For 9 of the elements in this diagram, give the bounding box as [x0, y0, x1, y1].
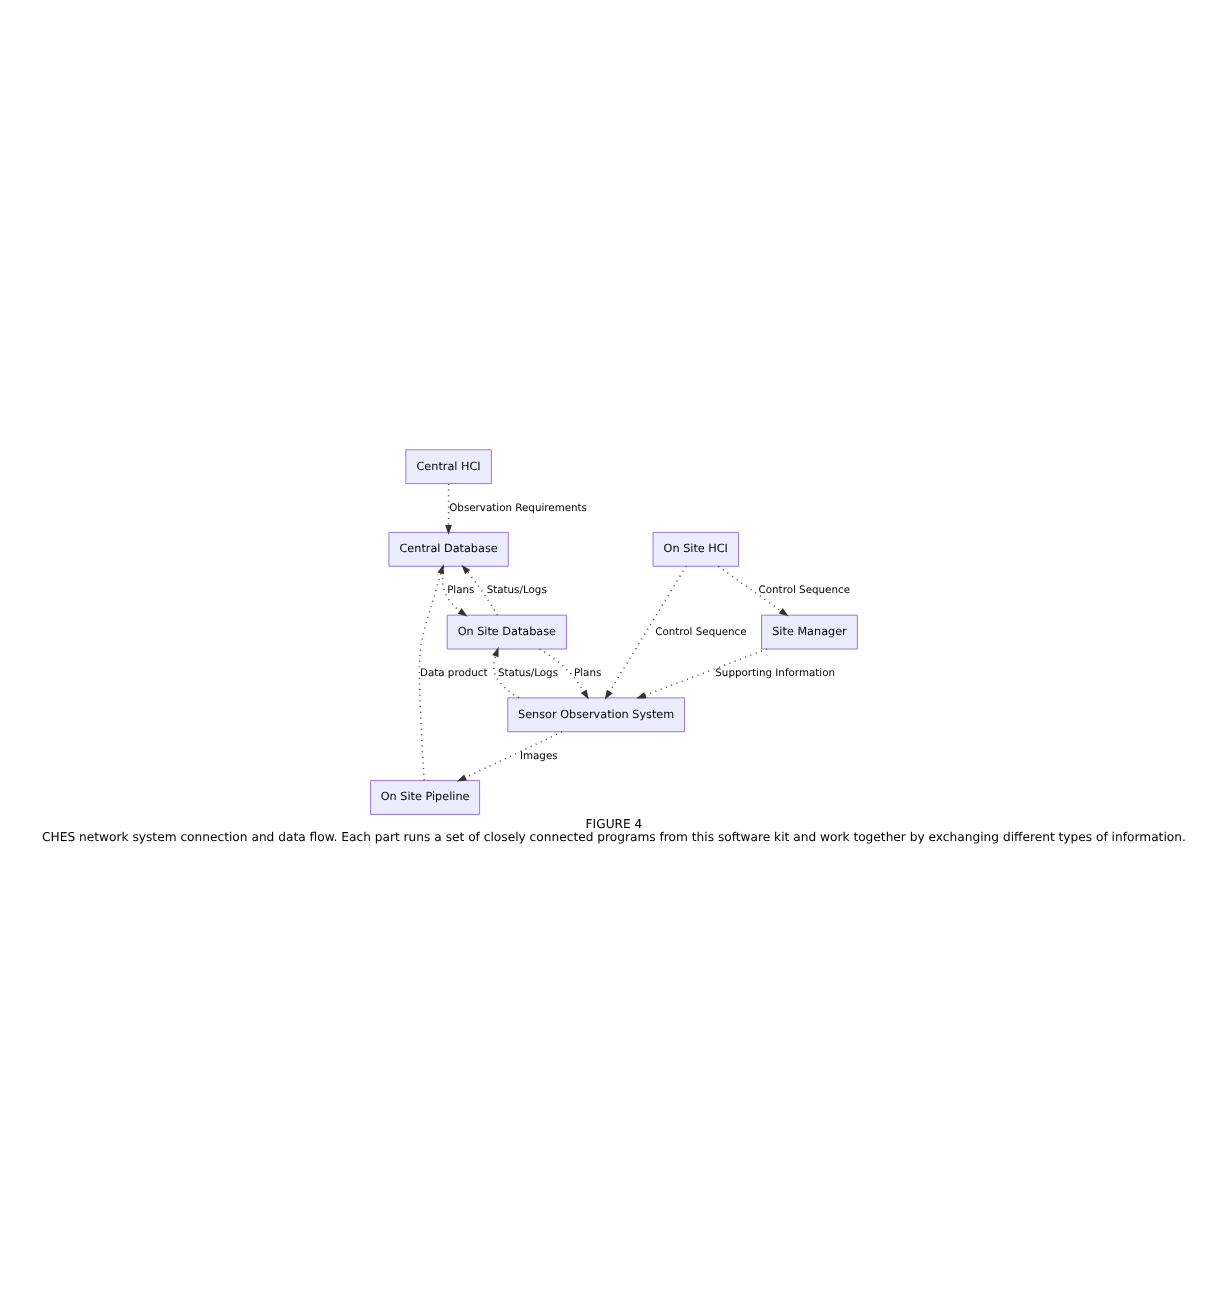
arrow	[418, 563, 444, 780]
arrow	[636, 647, 768, 698]
arrow	[461, 563, 499, 615]
arrow	[538, 647, 589, 699]
arrow	[456, 730, 563, 781]
arrow	[445, 482, 452, 534]
arrow	[492, 646, 520, 698]
arrow	[604, 564, 687, 699]
arrow	[717, 564, 789, 616]
